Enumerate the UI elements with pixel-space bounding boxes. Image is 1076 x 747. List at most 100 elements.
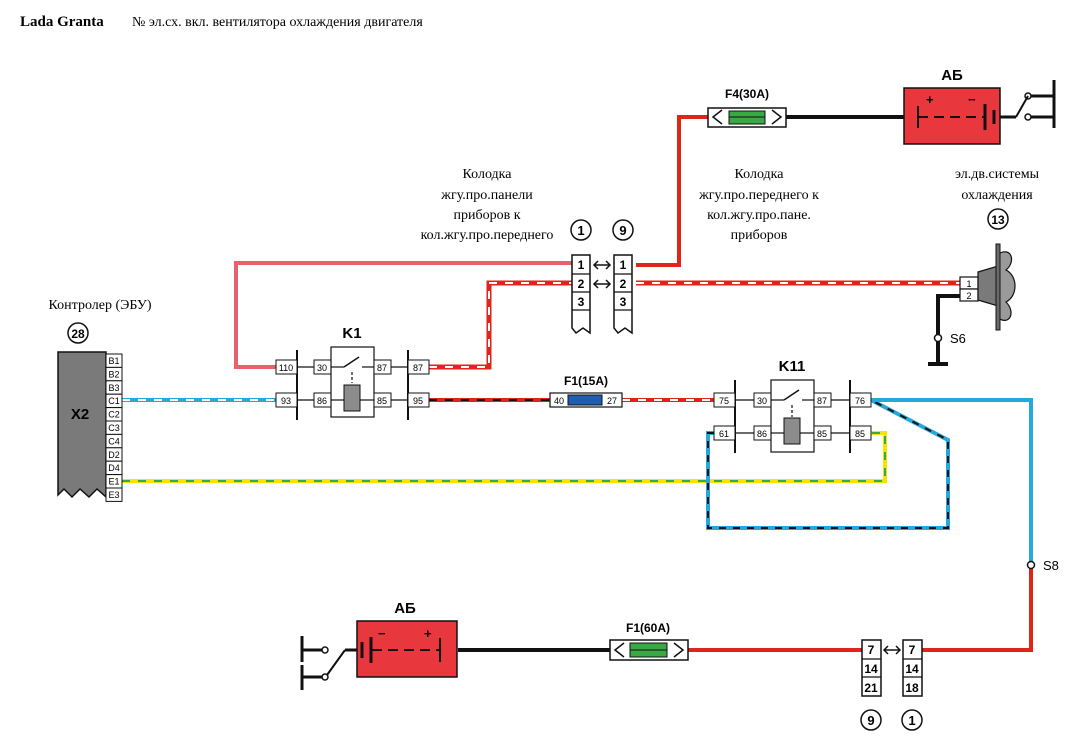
- fuse-f1-15a: F1(15A) 40 27: [549, 374, 623, 408]
- fan-number: 13: [991, 213, 1005, 227]
- connector-left-label-line2: жгу.про.панели: [440, 188, 533, 203]
- fan-motor: эл.дв.системы охлаждения 13 1 2: [955, 167, 1040, 331]
- relay-k11-pin-61: 61: [719, 429, 729, 439]
- bottom-connector-right-number: 1: [908, 713, 915, 728]
- connector-right-pin1: 1: [620, 258, 627, 272]
- wire-cyan-k11-s8: [871, 398, 1033, 565]
- relay-k1-pin-87-inner: 87: [377, 363, 387, 373]
- wire-red-f4: [636, 115, 708, 267]
- battery-top-label: АБ: [941, 67, 963, 84]
- connector-right-number: 9: [612, 219, 634, 241]
- battery-bottom: АБ − +: [300, 600, 458, 690]
- relay-k11-pin-85: 85: [855, 429, 865, 439]
- svg-text:9: 9: [619, 223, 626, 238]
- splice-s8: S8: [1026, 558, 1059, 573]
- relay-k1-pin-85: 85: [377, 396, 387, 406]
- ecu: Контролер (ЭБУ) 28 X2 B1B2B3C1C2C3C4D2D4…: [49, 298, 152, 502]
- splice-s6-label: S6: [950, 331, 966, 346]
- connector-left-label-line4: кол.жгу.про.переднего: [421, 228, 554, 243]
- ecu-pin-b2: B2: [108, 369, 119, 379]
- connector-left-label: Колодка жгу.про.панели приборов к кол.жг…: [421, 167, 554, 243]
- relay-k11-label: K11: [779, 358, 806, 375]
- connector-left-pin1: 1: [578, 258, 585, 272]
- bottom-connector-left: 7 14 21 9: [860, 639, 882, 731]
- fuse-f1-15a-pin-in: 40: [554, 396, 564, 406]
- relay-k1: K1 110 93 30 86 87 85 87 95: [275, 325, 430, 420]
- wire-pink-k1-110: [234, 261, 590, 369]
- fuse-f1-15a-label: F1(15A): [564, 374, 608, 388]
- connector-right-label-line3: кол.жгу.про.пане.: [707, 208, 811, 223]
- wire-redwhite-k1-87: [429, 280, 572, 370]
- relay-k11-pin-87: 87: [817, 396, 827, 406]
- relay-k11-pin-75: 75: [719, 396, 729, 406]
- bottom-connector-left-pin-7: 7: [868, 643, 875, 657]
- ecu-connector-label: X2: [71, 406, 89, 423]
- relay-k11-pin-76: 76: [855, 396, 865, 406]
- connector-right-label: Колодка жгу.про.переднего к кол.жгу.про.…: [698, 167, 819, 243]
- bottom-connector-left-pin-21: 21: [864, 681, 878, 695]
- relay-k1-pin-93: 93: [281, 396, 291, 406]
- bottom-connector-right: 7 14 18 1: [901, 639, 923, 731]
- fan-pin2: 2: [966, 291, 971, 301]
- connector-right: 1 2 3: [613, 254, 633, 335]
- relay-k11-pin-85-inner: 85: [817, 429, 827, 439]
- bottom-connector-arrow: [882, 645, 902, 655]
- ecu-pin-d2: D2: [108, 450, 120, 460]
- connector-left-number: 1: [570, 219, 592, 241]
- connector-right-label-line2: жгу.про.переднего к: [698, 188, 819, 203]
- connector-arrows: [592, 260, 612, 289]
- fan-pin1: 1: [966, 279, 971, 289]
- connector-right-label-line4: приборов: [731, 228, 788, 243]
- connector-right-pin3: 3: [620, 295, 627, 309]
- ecu-pin-c4: C4: [108, 436, 120, 446]
- header-subtitle: № эл.сх. вкл. вентилятора охлаждения дви…: [132, 15, 423, 30]
- relay-k1-pin-110: 110: [279, 363, 293, 373]
- wire-red-s8-connector: [922, 565, 1033, 652]
- battery-top-plus: +: [926, 92, 934, 107]
- connector-left-label-line1: Колодка: [463, 167, 513, 182]
- connector-left: 1 2 3: [571, 254, 591, 335]
- bottom-connector-right-pin-14: 14: [905, 662, 919, 676]
- fan-label-line1: эл.дв.системы: [955, 167, 1040, 182]
- ecu-pin-c3: C3: [108, 423, 120, 433]
- bottom-connector-left-number: 9: [867, 713, 874, 728]
- relay-k11-pin-86: 86: [757, 429, 767, 439]
- ecu-pin-b1: B1: [108, 356, 119, 366]
- connector-right-label-line1: Колодка: [735, 167, 785, 182]
- relay-k11: K11 75 61 30 86 87 85 76 85: [713, 358, 872, 453]
- ecu-pin-c2: C2: [108, 410, 120, 420]
- relay-k1-label: K1: [342, 325, 361, 342]
- battery-top-minus: −: [968, 92, 976, 107]
- ecu-pin-d4: D4: [108, 463, 120, 473]
- relay-k1-pin-30: 30: [317, 363, 327, 373]
- fuse-f4: F4(30A): [707, 87, 787, 128]
- bottom-connector-right-pin-7: 7: [909, 643, 916, 657]
- splice-s8-label: S8: [1043, 558, 1059, 573]
- connector-right-pin2: 2: [620, 277, 627, 291]
- ecu-number: 28: [71, 327, 85, 341]
- battery-bottom-plus: +: [424, 626, 432, 641]
- relay-k1-pin-86: 86: [317, 396, 327, 406]
- connector-left-pin2: 2: [578, 277, 585, 291]
- fuse-f1-60a-label: F1(60A): [626, 621, 670, 635]
- battery-bottom-minus: −: [378, 626, 386, 641]
- wire-fan-ground: [936, 294, 960, 364]
- fuse-f4-label: F4(30A): [725, 87, 769, 101]
- ecu-pin-e3: E3: [108, 490, 119, 500]
- ecu-pin-c1: C1: [108, 396, 120, 406]
- splice-s6: S6: [933, 331, 966, 346]
- header-model: Lada Granta: [20, 14, 104, 30]
- battery-bottom-label: АБ: [394, 600, 416, 617]
- battery-top: АБ + −: [903, 67, 1056, 145]
- relay-k1-pin-95: 95: [413, 396, 423, 406]
- bottom-connector-right-pin-18: 18: [905, 681, 919, 695]
- svg-text:1: 1: [577, 223, 584, 238]
- fuse-f1-60a: F1(60A): [609, 621, 689, 661]
- ecu-label: Контролер (ЭБУ): [49, 298, 152, 313]
- fuse-f1-15a-pin-out: 27: [607, 396, 617, 406]
- bottom-connector-left-pin-14: 14: [864, 662, 878, 676]
- ecu-pin-b3: B3: [108, 383, 119, 393]
- relay-k11-pin-30: 30: [757, 396, 767, 406]
- relay-k1-pin-87: 87: [413, 363, 423, 373]
